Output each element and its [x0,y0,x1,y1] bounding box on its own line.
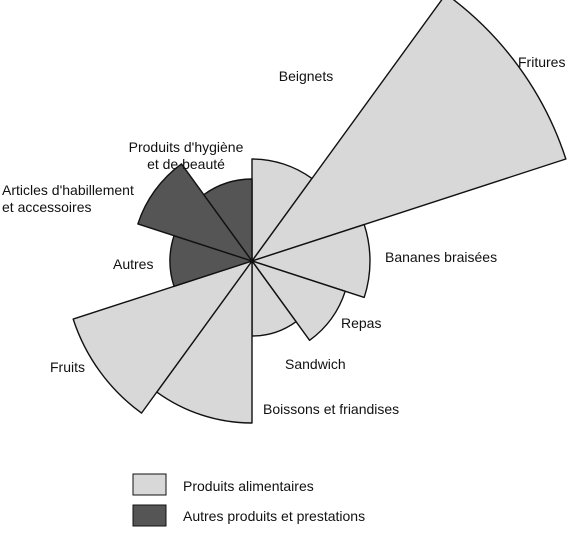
sector-3 [251,260,346,341]
sector-2 [251,223,371,299]
sector-label-2: Bananes braisées [385,249,497,265]
legend-swatch-food [132,473,167,496]
sector-9 [203,178,253,262]
sector-label-7: Autres [113,256,153,272]
sector-label-5: Boissons et friandises [263,401,399,417]
sector-label-4: Sandwich [285,356,346,372]
sector-5 [156,260,253,424]
legend-swatch-other [132,504,167,527]
sector-label-0: Beignets [279,68,333,84]
sector-label-6: Fruits [50,359,85,375]
sector-label-1: Fritures [518,54,565,70]
sectors-layer [72,0,567,424]
sector-label-3: Repas [341,315,381,331]
sector-1 [251,0,567,262]
legend-label-food: Produits alimentaires [183,478,314,494]
legend-label-other: Autres produits et prestations [183,508,365,524]
sector-8 [137,163,253,262]
sector-6 [72,260,253,414]
legend: Produits alimentaires Autres produits et… [132,473,365,527]
